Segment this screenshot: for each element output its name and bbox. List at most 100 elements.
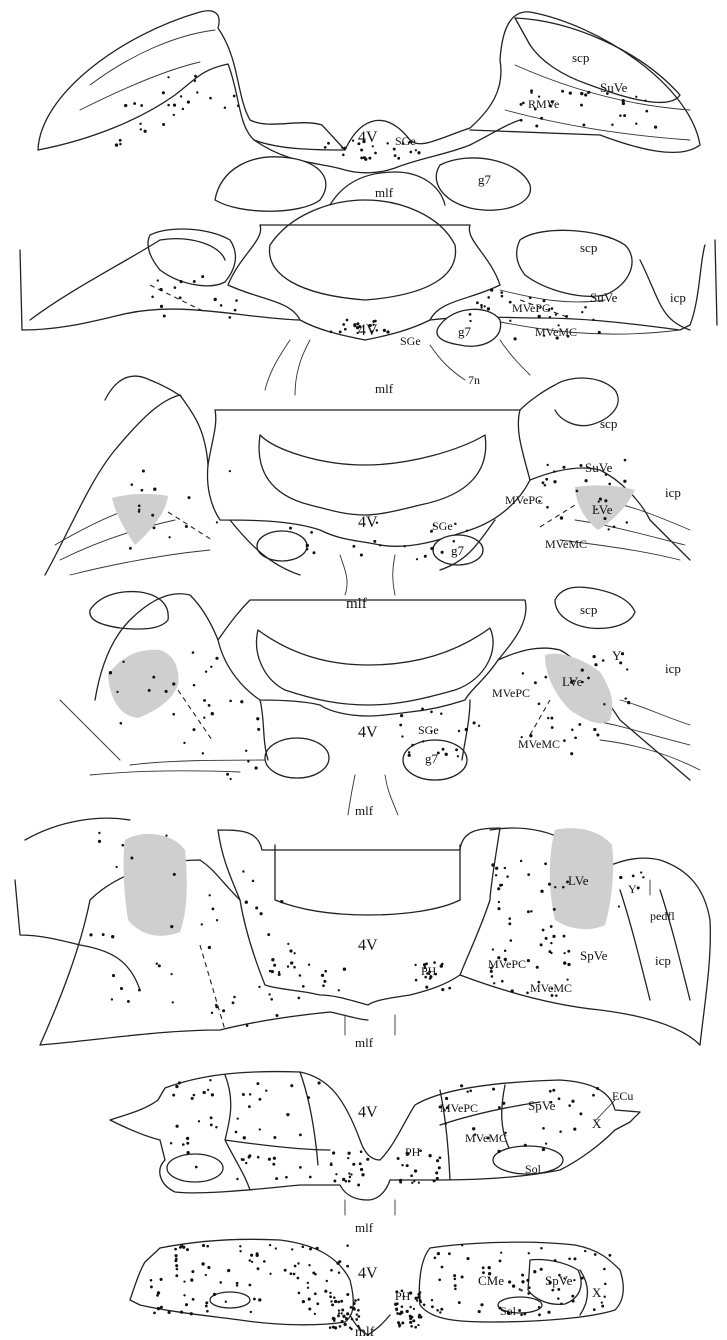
section-5-dashed — [200, 945, 225, 1030]
stipple-dot — [520, 1314, 523, 1317]
stipple-dot — [571, 1100, 574, 1103]
stipple-dot — [275, 1177, 278, 1180]
stipple-dot — [209, 894, 211, 896]
stipple-dot — [356, 1313, 358, 1315]
stipple-dot — [247, 760, 249, 762]
stipple-dot — [408, 754, 411, 757]
stipple-dot — [442, 748, 445, 751]
stipple-dot — [379, 544, 381, 546]
section-2-left-7n — [265, 340, 310, 395]
stipple-dot — [453, 1274, 456, 1277]
stipple-dot — [176, 1125, 179, 1128]
stipple-dot — [498, 901, 500, 903]
stipple-dot — [160, 1306, 163, 1309]
stipple-dot — [352, 139, 354, 141]
stipple-dot — [242, 870, 244, 872]
stipple-dot — [594, 1253, 597, 1256]
stipple-dot — [508, 922, 511, 925]
stipple-dot — [573, 680, 575, 682]
stipple-dot — [349, 1327, 351, 1329]
stipple-dot — [203, 717, 205, 719]
stipple-dot — [608, 1254, 611, 1257]
stipple-dot — [172, 1094, 175, 1097]
stipple-dot — [205, 1305, 208, 1308]
stipple-dot — [551, 994, 554, 997]
stipple-dot — [566, 880, 569, 883]
stipple-dot — [396, 1309, 398, 1311]
stipple-dot — [568, 1258, 571, 1261]
stipple-dot — [551, 307, 554, 310]
stipple-dot — [229, 700, 232, 703]
stipple-dot — [205, 1274, 207, 1276]
stipple-dot — [183, 742, 185, 744]
stipple-dot — [256, 1254, 259, 1257]
stipple-dot — [203, 1091, 206, 1094]
section-5-left-lower — [40, 1012, 368, 1045]
stipple-dot — [399, 724, 402, 727]
stipple-dot — [359, 1162, 362, 1165]
stipple-dot — [430, 547, 433, 550]
stipple-dot — [253, 1298, 256, 1301]
stipple-dot — [208, 704, 211, 707]
stipple-dot — [360, 148, 363, 151]
stipple-dot — [343, 1323, 346, 1326]
stipple-dot — [619, 114, 622, 117]
stipple-dot — [140, 128, 142, 130]
stipple-dot — [408, 751, 410, 753]
stipple-dot — [344, 147, 347, 150]
stipple-dot — [495, 867, 498, 870]
stipple-dot — [592, 319, 594, 321]
stipple-dot — [239, 1250, 241, 1252]
stipple-dot — [578, 723, 581, 726]
stipple-dot — [542, 1127, 545, 1130]
stipple-dot — [440, 713, 442, 715]
stipple-dot — [179, 296, 182, 299]
stipple-dot — [333, 1296, 336, 1299]
stipple-dot — [226, 773, 229, 776]
stipple-dot — [257, 728, 260, 731]
section-3-label-icp: icp — [665, 485, 681, 500]
stipple-dot — [339, 330, 342, 333]
section-2-label-scp: scp — [580, 240, 597, 255]
stipple-dot — [268, 1158, 271, 1161]
stipple-dot — [234, 309, 237, 312]
stipple-dot — [152, 676, 155, 679]
section-2-left — [20, 239, 300, 330]
section-6-sol-left — [167, 1154, 223, 1182]
stipple-dot — [127, 1000, 130, 1003]
section-3-right-fibers — [560, 500, 690, 560]
section-5-ventricle-inner — [275, 845, 460, 915]
stipple-dot — [448, 1252, 451, 1255]
section-2-label-mvepc: MVePC — [512, 301, 550, 315]
stipple-dot — [346, 1312, 349, 1315]
stipple-dot — [461, 1244, 463, 1246]
stipple-dot — [157, 279, 159, 281]
stipple-dot — [582, 123, 585, 126]
stipple-dot — [565, 315, 568, 318]
stipple-dot — [416, 1299, 418, 1301]
stipple-dot — [191, 1097, 194, 1100]
stipple-dot — [560, 516, 563, 519]
stipple-dot — [412, 1319, 415, 1322]
stipple-dot — [623, 114, 626, 117]
stipple-dot — [194, 80, 196, 82]
stipple-dot — [571, 729, 574, 732]
stipple-dot — [258, 1298, 261, 1301]
stipple-dot — [139, 123, 141, 125]
stipple-dot — [228, 316, 231, 319]
stipple-dot — [252, 880, 255, 883]
section-3-label-suve: SuVe — [585, 460, 613, 475]
stipple-dot — [193, 1094, 196, 1097]
stipple-dot — [549, 104, 552, 107]
stipple-dot — [430, 530, 433, 533]
stipple-dot — [604, 1283, 607, 1286]
stipple-dot — [409, 151, 412, 154]
stipple-dot — [644, 99, 646, 101]
stipple-dot — [497, 956, 500, 959]
stipple-dot — [438, 1278, 441, 1281]
stipple-dot — [120, 987, 123, 990]
stipple-dot — [342, 1315, 345, 1318]
stipple-dot — [330, 1300, 332, 1302]
stipple-dot — [603, 703, 605, 705]
stipple-dot — [205, 671, 207, 673]
